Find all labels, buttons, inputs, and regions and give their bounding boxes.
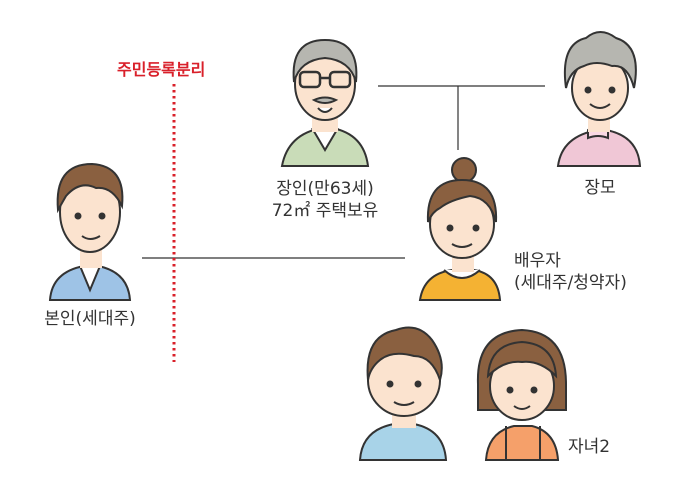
father-in-law-label-line2: 72㎡ 주택보유: [271, 201, 379, 221]
spouse-label-line1: 배우자: [514, 251, 561, 271]
child-girl-figure: [476, 328, 567, 461]
mother-in-law-label: 장모: [584, 178, 616, 198]
spouse-hair: [426, 178, 498, 223]
spouse-label: 배우자 (세대주/청약자): [514, 250, 627, 294]
connector-lines: [142, 85, 545, 259]
separation-label: 주민등록분리: [117, 60, 206, 79]
girl-shirt: [484, 425, 560, 461]
father-in-law-figure: [280, 38, 370, 167]
spouse-label-line2: (세대주/청약자): [514, 273, 627, 293]
girl-hair-bangs: [486, 340, 558, 379]
spouse-hair-bun: [451, 157, 477, 183]
children-label: 자녀2: [568, 437, 611, 457]
father-in-law-hair: [292, 38, 358, 83]
child-boy-figure: [358, 326, 448, 461]
father-in-law-label: 장인(만63세) 72㎡ 주택보유: [250, 178, 400, 222]
spouse-figure: [418, 157, 502, 301]
self-label: 본인(세대주): [44, 309, 136, 329]
mother-in-law-hair: [563, 31, 637, 89]
father-in-law-label-line1: 장인(만63세): [276, 179, 374, 199]
self-hair: [56, 162, 124, 214]
boy-shirt: [358, 423, 448, 461]
boy-hair: [366, 326, 443, 384]
mother-in-law-figure: [556, 31, 642, 167]
self-figure: [48, 162, 132, 301]
